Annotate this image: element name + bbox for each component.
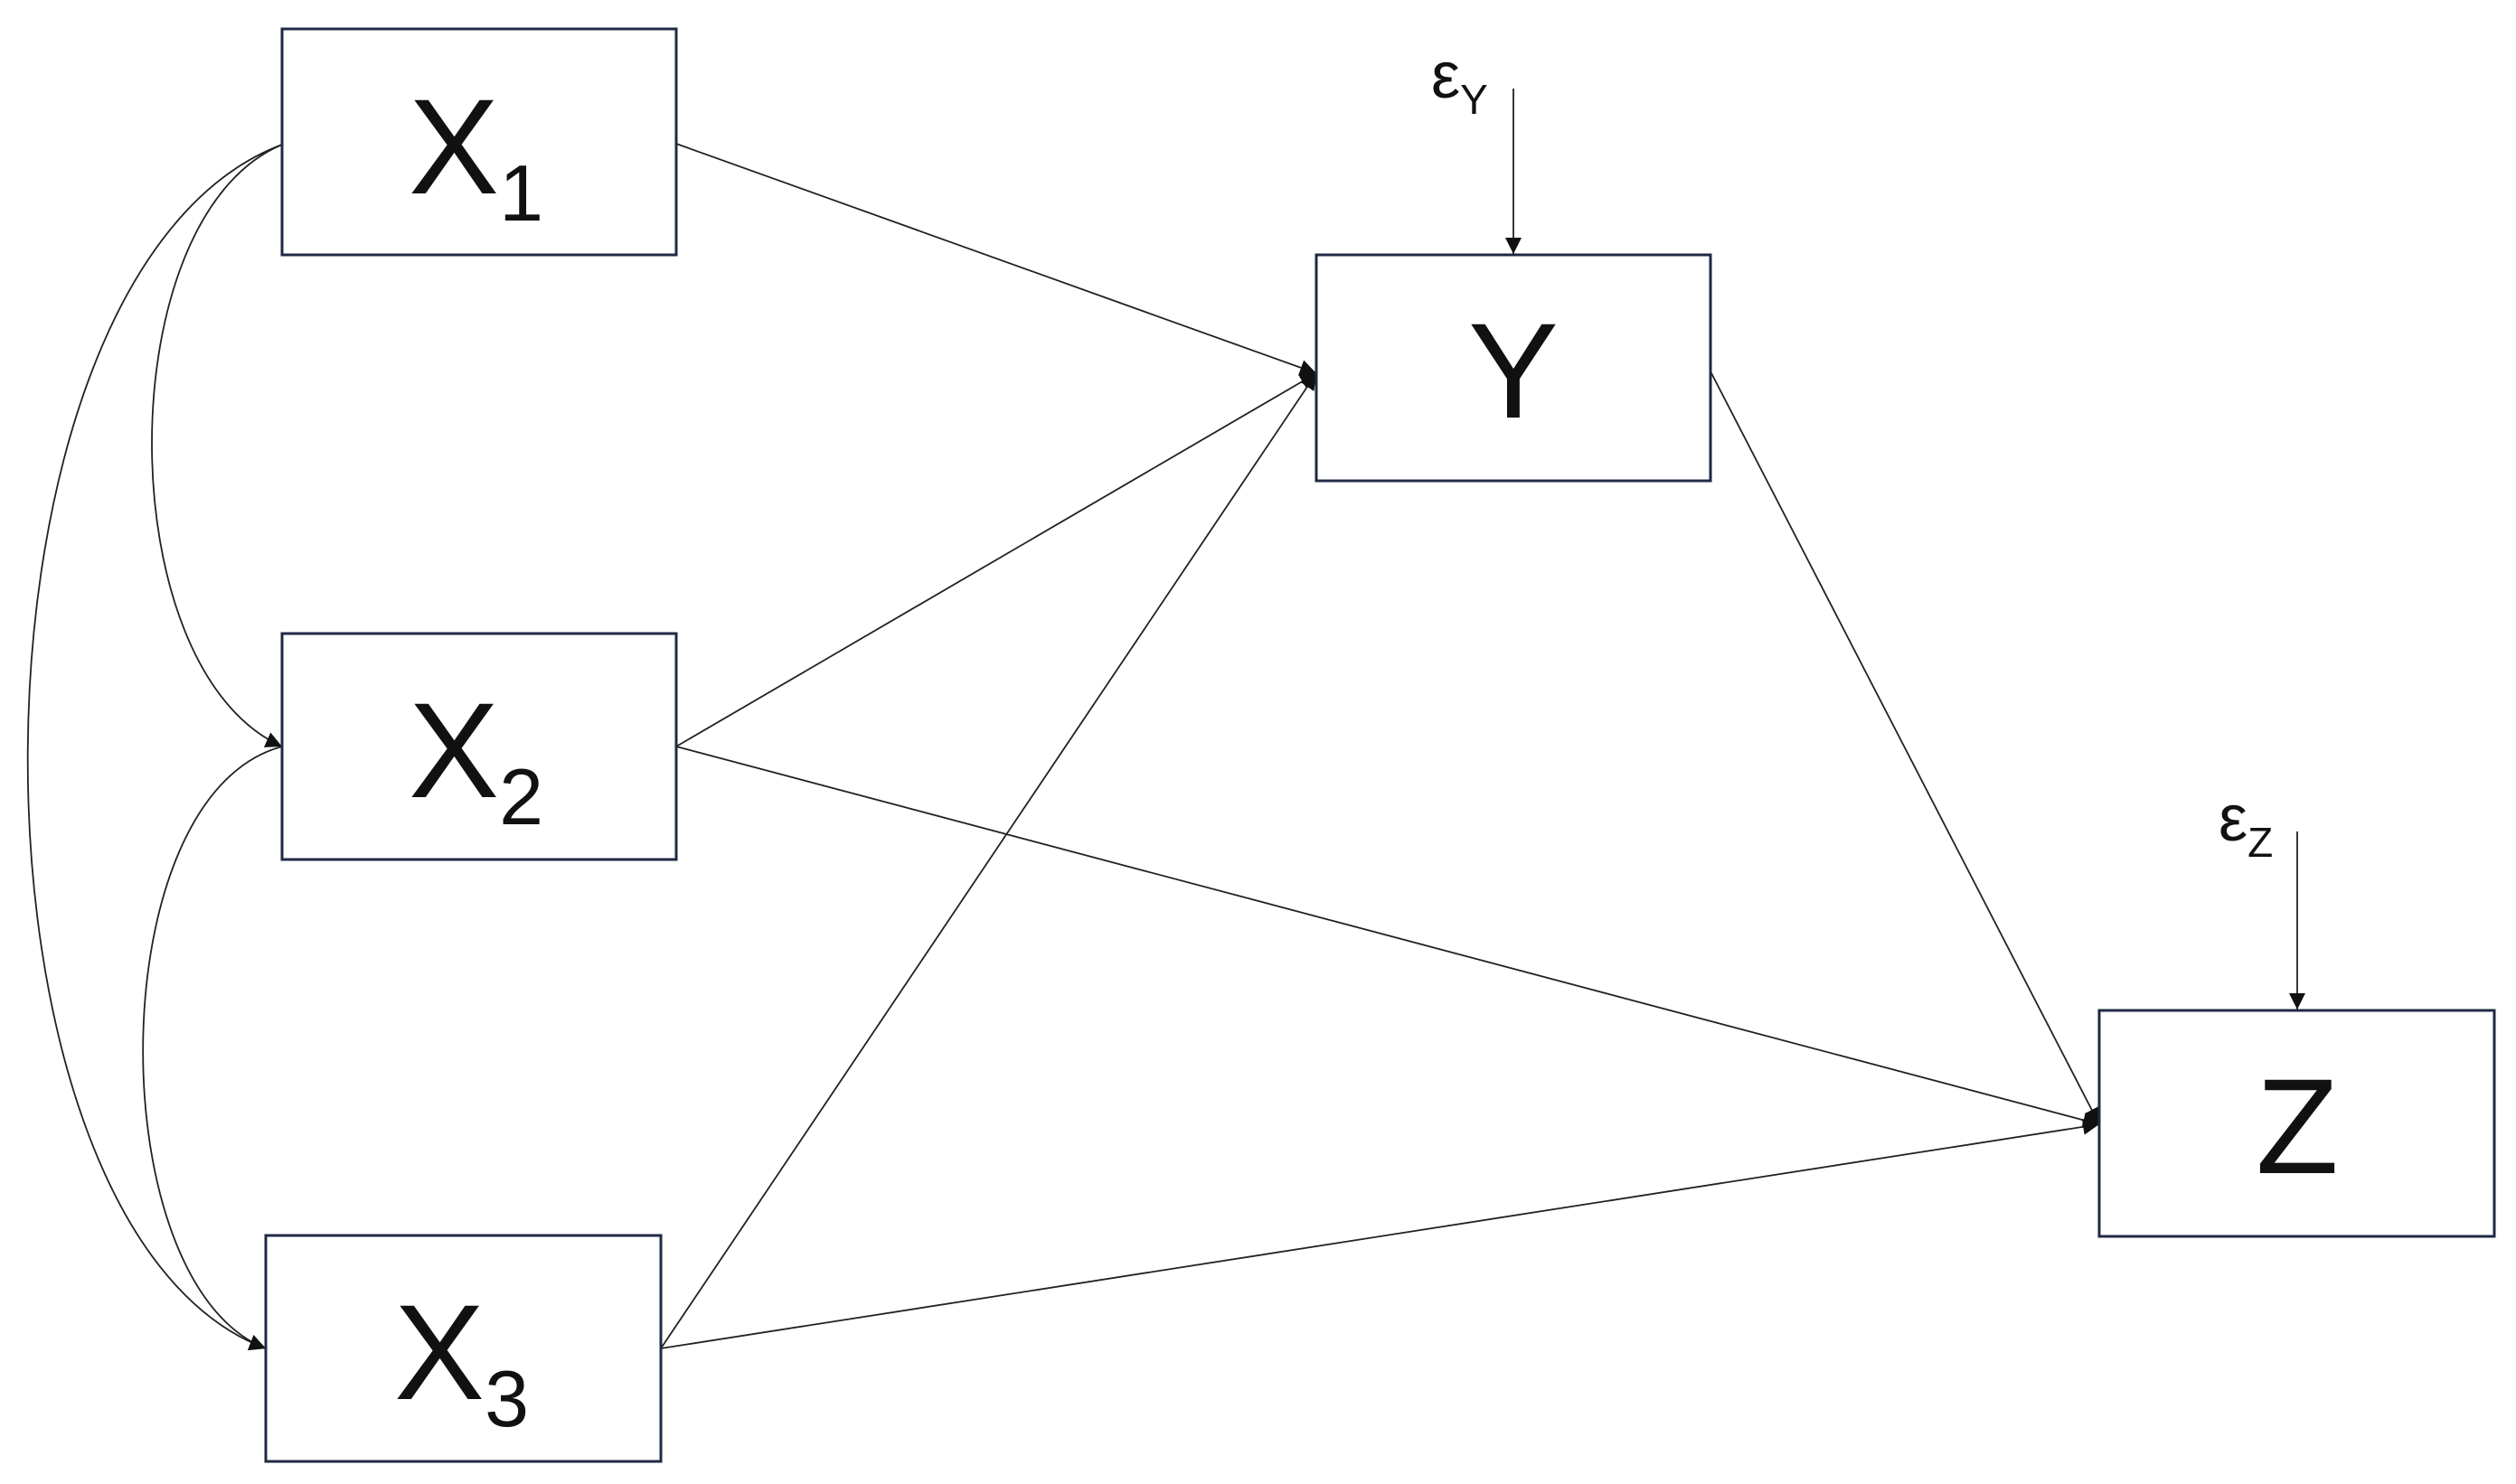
node-x2: X2 (280, 632, 678, 861)
path-x3-to-z (660, 1118, 2100, 1349)
error-terms: εY εZ (1431, 40, 2305, 1010)
path-y-to-z (1709, 369, 2100, 1125)
path-x2-to-y (675, 372, 1317, 747)
covariance-x2-x3 (142, 734, 300, 1350)
path-x1-to-y (675, 143, 1317, 376)
error-label-z: εZ (2219, 783, 2273, 866)
node-x3-label: X3 (394, 1276, 529, 1443)
node-x2-label: X2 (409, 674, 543, 841)
node-z: Z (2097, 1009, 2496, 1238)
node-z-label: Z (2256, 1050, 2339, 1202)
path-group (660, 143, 2100, 1349)
path-x2-to-z (675, 746, 2100, 1129)
node-x1: X1 (280, 27, 678, 257)
covariance-group (26, 130, 301, 1351)
covariance-x1-x2 (151, 130, 301, 747)
covariance-x1-x3 (26, 131, 301, 1351)
error-label-y: εY (1431, 40, 1488, 123)
node-y-label: Y (1468, 295, 1559, 446)
node-y: Y (1315, 253, 1712, 483)
node-x3: X3 (264, 1234, 663, 1463)
node-x1-label: X1 (409, 70, 543, 238)
path-x3-to-y (660, 372, 1317, 1349)
